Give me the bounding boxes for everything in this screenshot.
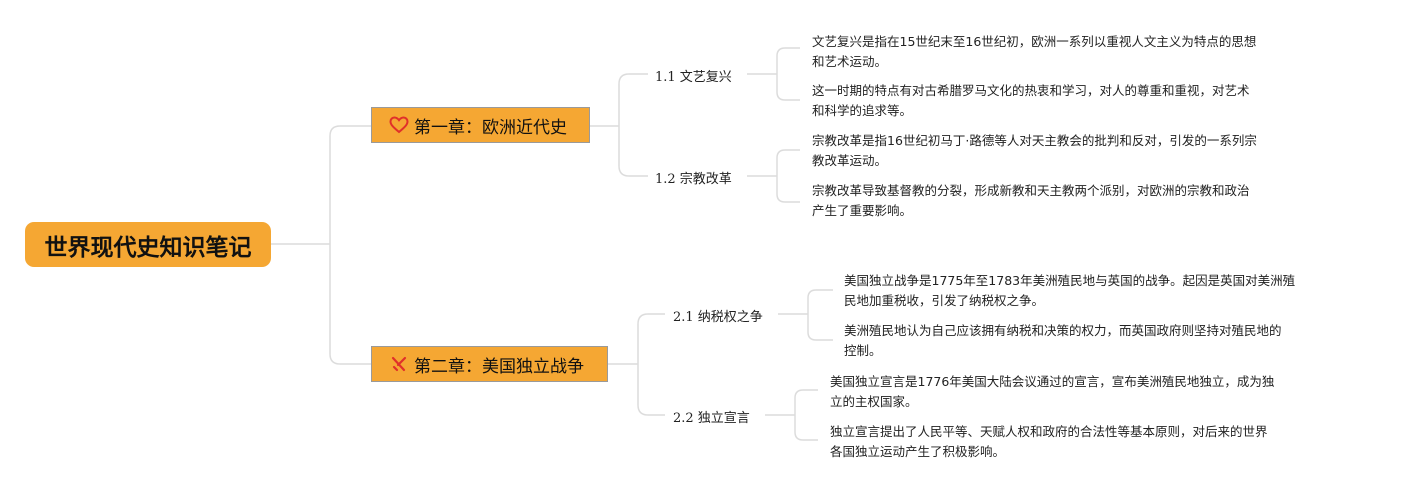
note-line: 产生了重要影响。 [812,203,913,218]
chapter-1-node[interactable]: 第一章：欧洲近代史 [371,107,590,143]
note-2-2-b[interactable]: 独立宣言提出了人民平等、天赋人权和政府的合法性等基本原则，对后来的世界 各国独立… [830,422,1268,462]
note-line: 控制。 [844,343,882,358]
note-line: 这一时期的特点有对古希腊罗马文化的热衷和学习，对人的尊重和重视，对艺术 [812,83,1250,98]
heart-icon [389,116,409,134]
chapter-2-title: 第二章：美国独立战争 [414,356,584,377]
note-2-1-b[interactable]: 美洲殖民地认为自己应该拥有纳税和决策的权力，而英国政府则坚持对殖民地的 控制。 [844,321,1282,361]
note-line: 教改革运动。 [812,153,888,168]
root-title: 世界现代史知识笔记 [44,234,252,261]
section-2-1[interactable]: 2.1 纳税权之争 [673,310,763,325]
note-line: 宗教改革导致基督教的分裂，形成新教和天主教两个派别，对欧洲的宗教和政治 [812,183,1250,198]
note-1-1-a[interactable]: 文艺复兴是指在15世纪末至16世纪初，欧洲一系列以重视人文主义为特点的思想 和艺… [812,32,1256,72]
note-line: 各国独立运动产生了积极影响。 [830,444,1006,459]
note-line: 民地加重税收，引发了纳税权之争。 [844,293,1045,308]
section-1-2[interactable]: 1.2 宗教改革 [655,172,732,187]
note-line: 美国独立战争是1775年至1783年美洲殖民地与英国的战争。起因是英国对美洲殖 [844,273,1296,288]
note-line: 独立宣言提出了人民平等、天赋人权和政府的合法性等基本原则，对后来的世界 [830,424,1268,439]
root-topic[interactable]: 世界现代史知识笔记 [25,222,271,267]
note-line: 美国独立宣言是1776年美国大陆会议通过的宣言，宣布美洲殖民地独立，成为独 [830,374,1275,389]
note-line: 美洲殖民地认为自己应该拥有纳税和决策的权力，而英国政府则坚持对殖民地的 [844,323,1282,338]
note-1-2-b[interactable]: 宗教改革导致基督教的分裂，形成新教和天主教两个派别，对欧洲的宗教和政治 产生了重… [812,181,1250,221]
note-1-2-a[interactable]: 宗教改革是指16世纪初马丁·路德等人对天主教会的批判和反对，引发的一系列宗 教改… [812,131,1257,171]
crossed-swords-icon [389,355,409,373]
note-line: 宗教改革是指16世纪初马丁·路德等人对天主教会的批判和反对，引发的一系列宗 [812,133,1257,148]
chapter-2-node[interactable]: 第二章：美国独立战争 [371,346,608,382]
note-line: 立的主权国家。 [830,394,918,409]
section-2-2[interactable]: 2.2 独立宣言 [673,411,750,426]
section-1-1[interactable]: 1.1 文艺复兴 [655,70,732,85]
note-1-1-b[interactable]: 这一时期的特点有对古希腊罗马文化的热衷和学习，对人的尊重和重视，对艺术 和科学的… [812,81,1250,121]
note-2-1-a[interactable]: 美国独立战争是1775年至1783年美洲殖民地与英国的战争。起因是英国对美洲殖 … [844,271,1295,311]
note-line: 和科学的追求等。 [812,103,913,118]
note-line: 文艺复兴是指在15世纪末至16世纪初，欧洲一系列以重视人文主义为特点的思想 [812,34,1257,49]
chapter-1-title: 第一章：欧洲近代史 [414,117,567,138]
note-2-2-a[interactable]: 美国独立宣言是1776年美国大陆会议通过的宣言，宣布美洲殖民地独立，成为独 立的… [830,372,1274,412]
note-line: 和艺术运动。 [812,54,888,69]
